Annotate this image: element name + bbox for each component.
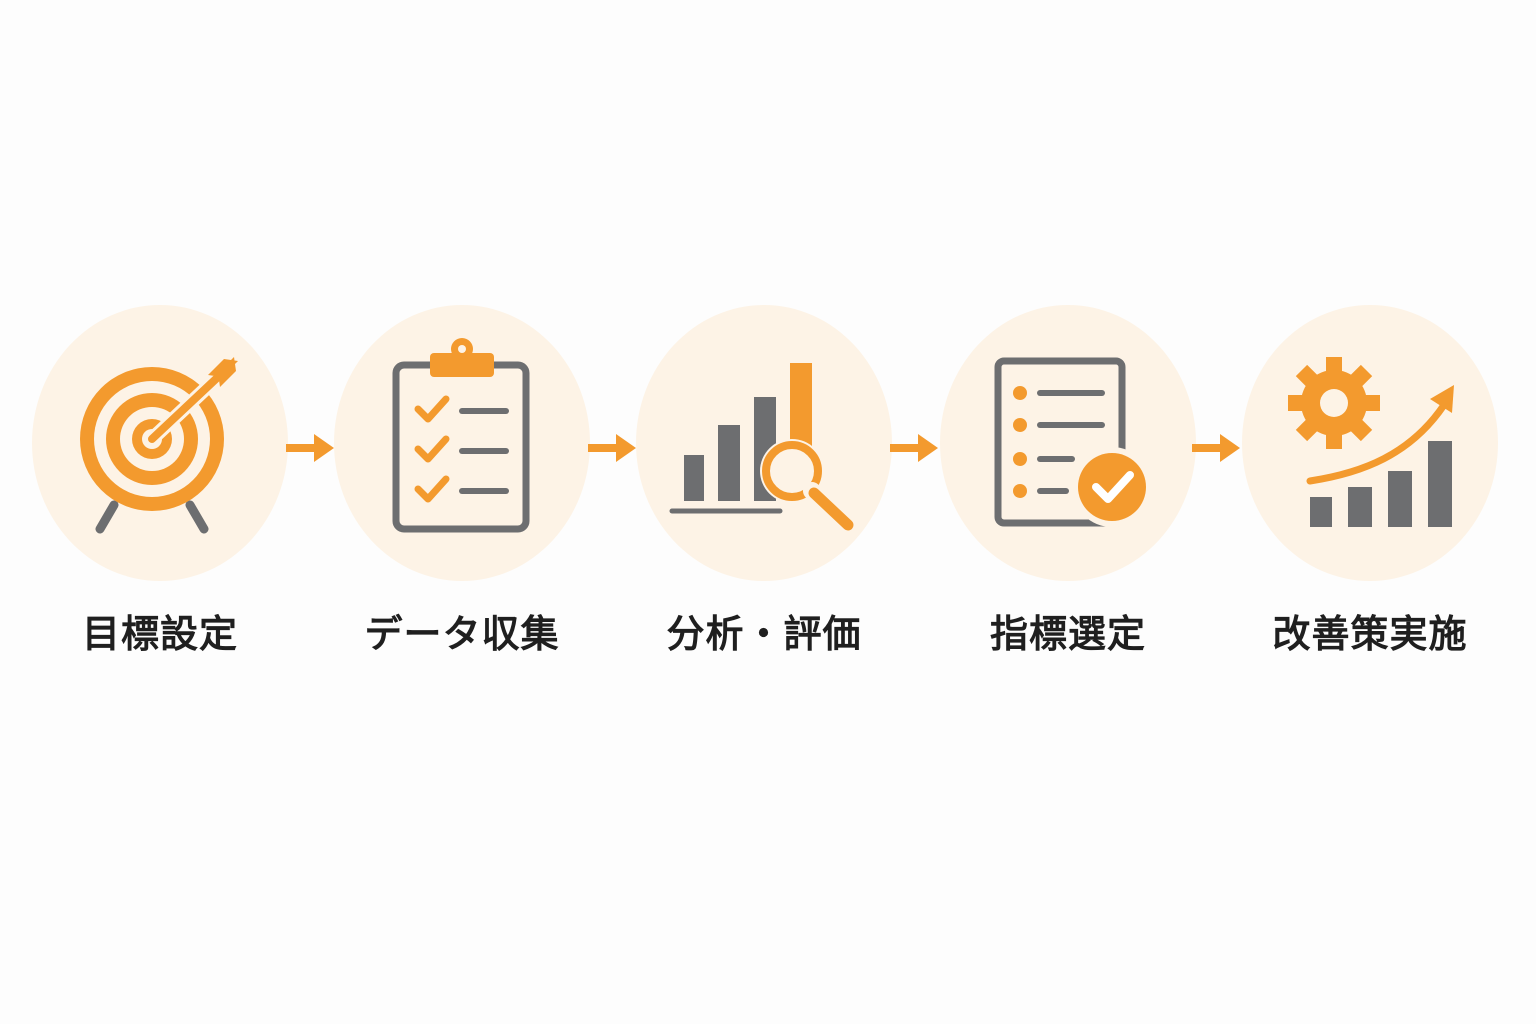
chart-magnifier-icon — [669, 363, 857, 534]
target-icon — [80, 357, 238, 534]
step-data-collection: データ収集 — [334, 305, 590, 665]
step-label: データ収集 — [364, 612, 560, 656]
step-improvement-implementation: 改善策実施 — [1242, 305, 1498, 665]
arrow-right-icon — [888, 428, 940, 468]
step-goal-setting: 目標設定 — [32, 305, 288, 665]
clipboard-checklist-icon — [392, 338, 530, 533]
step-metric-selection: 指標選定 — [940, 305, 1196, 665]
step-icon-circle — [32, 305, 288, 581]
step-label: 目標設定 — [81, 612, 238, 656]
step-icon-circle — [1242, 305, 1498, 581]
step-icon-circle — [636, 305, 892, 581]
gear-growth-chart-icon — [1288, 357, 1454, 527]
step-icon-circle — [940, 305, 1196, 581]
list-check-icon — [994, 357, 1152, 527]
step-label: 分析・評価 — [666, 612, 862, 656]
arrow-right-icon — [1190, 428, 1242, 468]
step-icon-circle — [334, 305, 590, 581]
step-label: 改善策実施 — [1272, 612, 1468, 656]
arrow-right-icon — [586, 428, 638, 468]
step-label: 指標選定 — [989, 612, 1146, 656]
arrow-right-icon — [284, 428, 336, 468]
step-analysis-evaluation: 分析・評価 — [636, 305, 892, 665]
